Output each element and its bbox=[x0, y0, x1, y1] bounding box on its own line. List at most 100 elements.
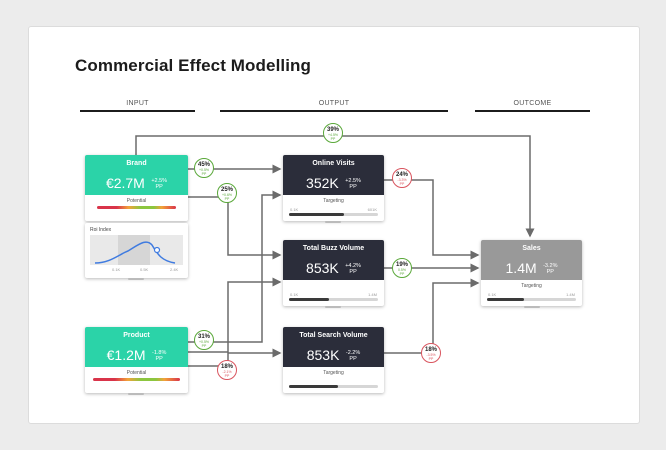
roi-chart-band bbox=[118, 235, 150, 265]
impact-circle-unit: PP bbox=[399, 182, 405, 186]
card-online-visits-track bbox=[289, 213, 378, 216]
card-search-volume-value: 853K bbox=[306, 347, 340, 363]
card-sales-track bbox=[487, 298, 576, 301]
roi-chart-svg bbox=[90, 235, 183, 265]
column-header-output: OUTPUT bbox=[318, 100, 350, 107]
card-product-value: €1.2M bbox=[106, 347, 146, 363]
impact-circle-brand-online[interactable]: 45% +0.5% PP bbox=[194, 158, 214, 178]
card-sales[interactable]: Sales 1.4M -3.2%PP Targeting 0.1K 1.4M bbox=[481, 240, 582, 306]
page-title: Commercial Effect Modelling bbox=[75, 56, 312, 75]
card-search-volume-track bbox=[289, 385, 378, 388]
card-product-delta: -1.8% bbox=[152, 350, 167, 356]
impact-circle-online-sales[interactable]: 24% -3.3% PP bbox=[392, 168, 412, 188]
card-online-visits-name: Online Visits bbox=[312, 160, 355, 167]
roi-tick-1: 0.1K bbox=[112, 267, 121, 272]
column-rule-output bbox=[220, 110, 448, 112]
impact-circle-product-search[interactable]: 18% -2.1% PP bbox=[217, 360, 237, 380]
roi-tick-3: 2.4K bbox=[170, 267, 179, 272]
card-buzz-volume-name: Total Buzz Volume bbox=[302, 245, 365, 252]
roi-chart-marker[interactable] bbox=[153, 246, 161, 254]
card-buzz-volume-tick-max: 1.4M bbox=[368, 292, 377, 297]
card-brand-roi-chart[interactable]: Roi Index 0.1K 0.5K 2.4K bbox=[85, 223, 188, 278]
card-search-volume-fill[interactable] bbox=[289, 385, 338, 388]
sales-drag-handle[interactable] bbox=[524, 306, 540, 308]
impact-circle-pct: 31% bbox=[197, 334, 210, 340]
impact-circle-search-sales[interactable]: 18% -3.5% PP bbox=[421, 343, 441, 363]
card-online-visits-tick-min: 0.1K bbox=[290, 207, 299, 212]
brand-chart-drag-handle[interactable] bbox=[128, 278, 144, 280]
impact-circle-brand-sales[interactable]: 39% +4.5% PP bbox=[323, 123, 343, 143]
impact-circle-pct: 25% bbox=[220, 187, 233, 193]
card-online-visits-sub: Targeting bbox=[323, 198, 344, 204]
wire-product-online bbox=[188, 190, 282, 343]
online-visits-drag-handle[interactable] bbox=[325, 221, 341, 223]
column-rule-input bbox=[80, 110, 195, 112]
card-brand-unit: PP bbox=[155, 184, 163, 190]
card-sales-delta: -3.2% bbox=[543, 263, 558, 269]
card-online-visits-delta: +2.5% bbox=[345, 178, 361, 184]
card-online-visits-fill[interactable] bbox=[289, 213, 345, 216]
buzz-volume-drag-handle[interactable] bbox=[325, 306, 341, 308]
card-sales-name: Sales bbox=[522, 245, 541, 252]
card-brand-name: Brand bbox=[126, 160, 147, 167]
card-search-volume[interactable]: Total Search Volume 853K -2.2%PP Targeti… bbox=[283, 327, 384, 393]
card-product[interactable]: Product €1.2M -1.8%PP Potential bbox=[85, 327, 188, 393]
impact-circle-unit: PP bbox=[224, 197, 230, 201]
roi-tick-2: 0.5K bbox=[140, 267, 149, 272]
roi-chart-title: Roi Index bbox=[90, 227, 112, 233]
card-product-sub: Potential bbox=[126, 370, 147, 376]
impact-circle-delta: +4.5% bbox=[327, 133, 339, 137]
card-buzz-volume[interactable]: Total Buzz Volume 853K +4.2%PP 0.1K 1.4M bbox=[283, 240, 384, 306]
card-brand-sub: Potential bbox=[126, 198, 147, 204]
card-search-volume-delta: -2.2% bbox=[345, 350, 361, 356]
card-sales-sub: Targeting bbox=[521, 283, 542, 289]
impact-circle-delta: +0.5% bbox=[198, 168, 210, 172]
card-sales-value: 1.4M bbox=[505, 260, 537, 276]
wire-online-sales bbox=[384, 179, 480, 260]
impact-circle-unit: PP bbox=[224, 374, 230, 378]
card-brand-delta: +2.5% bbox=[151, 178, 168, 184]
impact-circle-pct: 18% bbox=[424, 347, 437, 353]
impact-circle-delta: +0.5% bbox=[198, 340, 210, 344]
wire-brand-buzz bbox=[188, 196, 282, 260]
impact-circle-pct: 24% bbox=[395, 172, 408, 178]
impact-circle-delta: -3.5% bbox=[426, 353, 436, 357]
impact-circle-unit: PP bbox=[201, 344, 207, 348]
card-buzz-volume-fill[interactable] bbox=[289, 298, 330, 301]
card-product-potential-bar bbox=[93, 378, 180, 381]
column-rule-outcome bbox=[475, 110, 590, 112]
impact-circle-unit: PP bbox=[399, 272, 405, 276]
card-search-volume-name: Total Search Volume bbox=[299, 332, 368, 339]
card-product-unit: PP bbox=[155, 356, 163, 362]
card-sales-unit: PP bbox=[546, 269, 554, 275]
roi-chart-curve bbox=[94, 241, 176, 264]
card-brand[interactable]: Brand €2.7M +2.5%PP Potential bbox=[85, 155, 188, 221]
wire-search-sales bbox=[384, 278, 480, 354]
impact-circle-pct: 18% bbox=[220, 364, 233, 370]
impact-circle-unit: PP bbox=[428, 357, 434, 361]
card-brand-value: €2.7M bbox=[105, 175, 145, 191]
impact-circle-buzz-sales[interactable]: 19% 0.5% PP bbox=[392, 258, 412, 278]
card-buzz-volume-value: 853K bbox=[306, 260, 339, 276]
card-buzz-volume-delta: +4.2% bbox=[345, 263, 361, 269]
card-brand-potential-bar bbox=[97, 206, 176, 209]
card-sales-tick-min: 0.1K bbox=[488, 292, 497, 297]
card-sales-fill[interactable] bbox=[487, 298, 525, 301]
column-header-outcome: OUTCOME bbox=[513, 100, 552, 107]
column-header-input: INPUT bbox=[126, 100, 149, 107]
card-online-visits-value: 352K bbox=[306, 175, 339, 191]
product-drag-handle[interactable] bbox=[128, 393, 144, 395]
impact-circle-delta: -2.1% bbox=[222, 370, 232, 374]
impact-circle-delta: +0.6% bbox=[221, 193, 233, 197]
impact-circle-unit: PP bbox=[201, 172, 207, 176]
card-online-visits-tick-max: 601K bbox=[367, 207, 377, 212]
impact-circle-product-online[interactable]: 31% +0.5% PP bbox=[194, 330, 214, 350]
card-search-volume-unit: PP bbox=[349, 356, 357, 362]
impact-circle-brand-buzz[interactable]: 25% +0.6% PP bbox=[217, 183, 237, 203]
impact-circle-pct: 39% bbox=[326, 127, 339, 133]
card-product-name: Product bbox=[123, 332, 150, 339]
wire-product-search bbox=[188, 348, 282, 367]
card-online-visits[interactable]: Online Visits 352K +2.5%PP Targeting 0.1… bbox=[283, 155, 384, 221]
impact-circle-pct: 45% bbox=[197, 162, 210, 168]
impact-circle-unit: PP bbox=[330, 137, 336, 141]
